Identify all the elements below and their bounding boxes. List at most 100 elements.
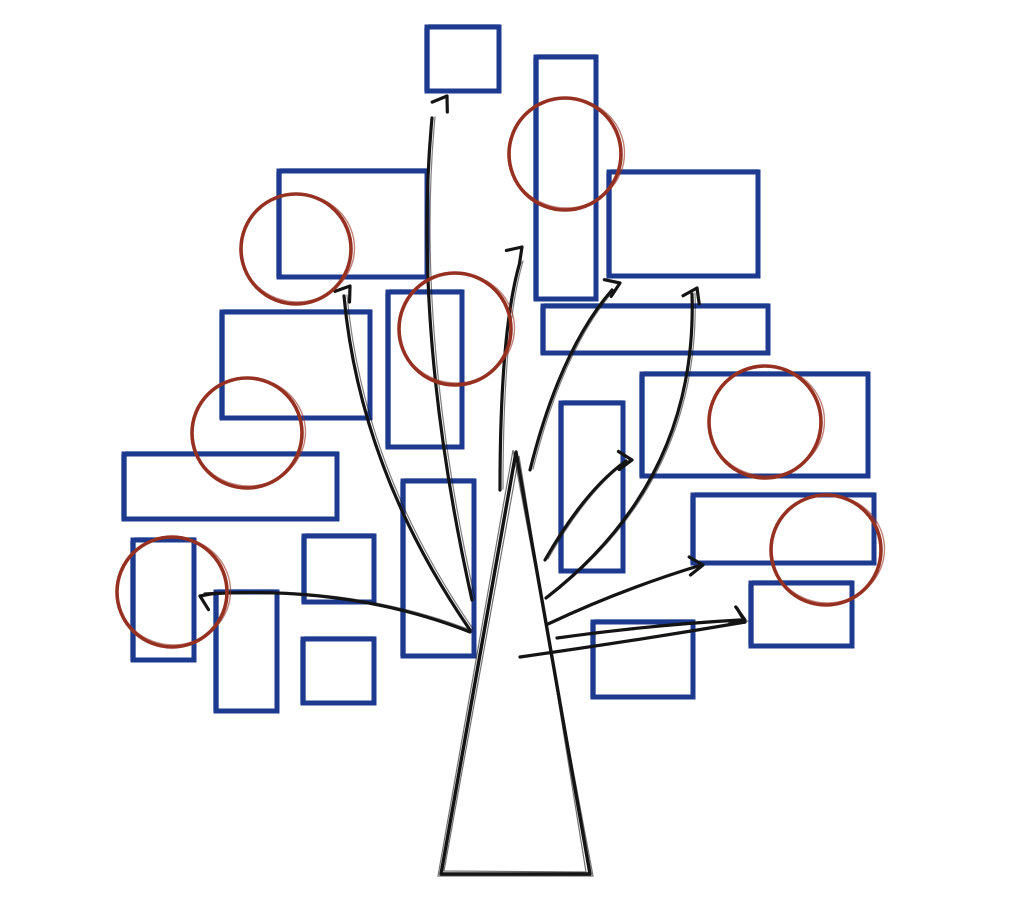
arrowhead-icon bbox=[616, 449, 634, 472]
highlight-circle-outline bbox=[769, 493, 883, 607]
tree-box-sketch-line bbox=[558, 403, 625, 572]
tree-box-sketch-line bbox=[606, 172, 760, 277]
tree-trunk-sketch-line bbox=[437, 449, 594, 877]
tree-box-sketch-line bbox=[424, 27, 501, 92]
highlight-circle bbox=[507, 96, 626, 212]
tree-box bbox=[748, 580, 855, 649]
branch-arrow-line bbox=[342, 294, 472, 632]
tree-box-sketch-line bbox=[134, 537, 195, 662]
tree-box-sketch-line bbox=[404, 478, 475, 658]
tree-box-sketch-line bbox=[389, 289, 463, 449]
trunk-layer bbox=[437, 449, 594, 877]
highlight-circle-sketch-line bbox=[397, 272, 516, 384]
arrowhead-icon bbox=[681, 286, 701, 306]
tree-box-sketch-line bbox=[125, 451, 338, 521]
branch-arrow-line bbox=[528, 288, 614, 472]
branch-arrow bbox=[498, 245, 524, 492]
highlight-circle-outline bbox=[707, 364, 823, 480]
box-layer bbox=[121, 24, 877, 714]
tree-trunk bbox=[437, 449, 594, 877]
highlight-circle bbox=[190, 376, 307, 490]
tree-box bbox=[219, 309, 373, 421]
tree-box-outline bbox=[424, 24, 502, 94]
branch-arrow bbox=[333, 284, 474, 632]
tree-box-outline bbox=[748, 580, 855, 649]
tree-box-sketch-line bbox=[590, 622, 695, 698]
tree-box-sketch-line bbox=[752, 580, 853, 648]
branch-arrow bbox=[543, 449, 634, 562]
circle-layer bbox=[115, 96, 886, 649]
highlight-circle-sketch-line bbox=[707, 365, 826, 477]
highlight-circle bbox=[115, 535, 232, 649]
tree-box-sketch-line bbox=[304, 636, 375, 705]
highlight-circle bbox=[239, 192, 356, 306]
tree-box-sketch-line bbox=[385, 292, 464, 448]
highlight-circle-sketch-line bbox=[507, 97, 626, 209]
branch-arrow bbox=[544, 286, 701, 600]
highlight-circle bbox=[769, 493, 886, 607]
arrowhead-icon bbox=[602, 278, 622, 298]
branch-arrow-line bbox=[555, 618, 742, 640]
tree-box-sketch-line bbox=[300, 639, 376, 704]
branch-arrow bbox=[528, 278, 622, 472]
tree-box-sketch-line bbox=[537, 54, 597, 301]
tree-box-outline bbox=[301, 533, 377, 605]
branch-arrow-sketch-line bbox=[550, 564, 702, 624]
branch-arrow-sketch-line bbox=[207, 590, 474, 632]
tree-box bbox=[533, 54, 599, 302]
tree-box-sketch-line bbox=[280, 168, 428, 279]
branch-arrow-line bbox=[544, 292, 694, 600]
tree-box-sketch-line bbox=[219, 312, 372, 419]
tree-box bbox=[690, 492, 877, 566]
tree-box-outline bbox=[639, 371, 871, 479]
tree-box bbox=[300, 636, 377, 706]
highlight-circle bbox=[397, 271, 516, 387]
tree-box bbox=[606, 169, 761, 279]
tree-box-sketch-line bbox=[428, 24, 500, 93]
highlight-circle-sketch-line bbox=[769, 494, 886, 604]
tree-box-sketch-line bbox=[690, 495, 876, 564]
branch-arrow-sketch-line bbox=[429, 116, 476, 600]
tree-box-outline bbox=[533, 54, 599, 302]
arrowhead-icon bbox=[687, 555, 705, 577]
arrowhead-icon bbox=[430, 94, 449, 114]
tree-box-sketch-line bbox=[130, 540, 196, 661]
tree-box-sketch-line bbox=[562, 400, 624, 573]
branch-arrow bbox=[198, 590, 474, 634]
tree-box bbox=[424, 24, 502, 94]
branch-layer bbox=[198, 94, 749, 659]
branch-arrow-line bbox=[543, 459, 628, 562]
tree-box-sketch-line bbox=[540, 306, 770, 354]
tree-box-sketch-line bbox=[594, 619, 694, 699]
tree-box-sketch-line bbox=[121, 454, 339, 520]
branch-arrow bbox=[425, 94, 476, 602]
tree-box-outline bbox=[690, 492, 877, 566]
tree-box-sketch-line bbox=[301, 536, 376, 603]
branch-arrow bbox=[546, 555, 705, 626]
tree-box bbox=[121, 451, 340, 522]
tree-box-sketch-line bbox=[610, 169, 759, 278]
tree-box bbox=[400, 478, 477, 659]
highlight-circle-sketch-line bbox=[190, 377, 307, 487]
highlight-circle-outline bbox=[190, 376, 304, 490]
branch-arrow bbox=[518, 606, 749, 659]
branch-arrow-sketch-line bbox=[548, 292, 696, 598]
tree-box-sketch-line bbox=[643, 371, 869, 478]
tree-box bbox=[130, 537, 197, 663]
branch-arrow-sketch-line bbox=[532, 288, 616, 470]
tree-box bbox=[385, 289, 465, 450]
tree-box-sketch-line bbox=[533, 57, 598, 300]
tree-box bbox=[558, 400, 626, 574]
arrowhead-icon bbox=[727, 606, 747, 627]
branch-arrow-sketch-line bbox=[346, 294, 474, 630]
highlight-circle-sketch-line bbox=[239, 193, 356, 303]
tree-box-sketch-line bbox=[217, 589, 278, 713]
highlight-circle-sketch-line bbox=[115, 536, 232, 646]
highlight-circle bbox=[707, 364, 826, 480]
highlight-circle-outline bbox=[239, 192, 353, 306]
tree-box-outline bbox=[606, 169, 761, 279]
tree-box-outline bbox=[300, 636, 377, 706]
branch-arrow-sketch-line bbox=[559, 618, 744, 638]
